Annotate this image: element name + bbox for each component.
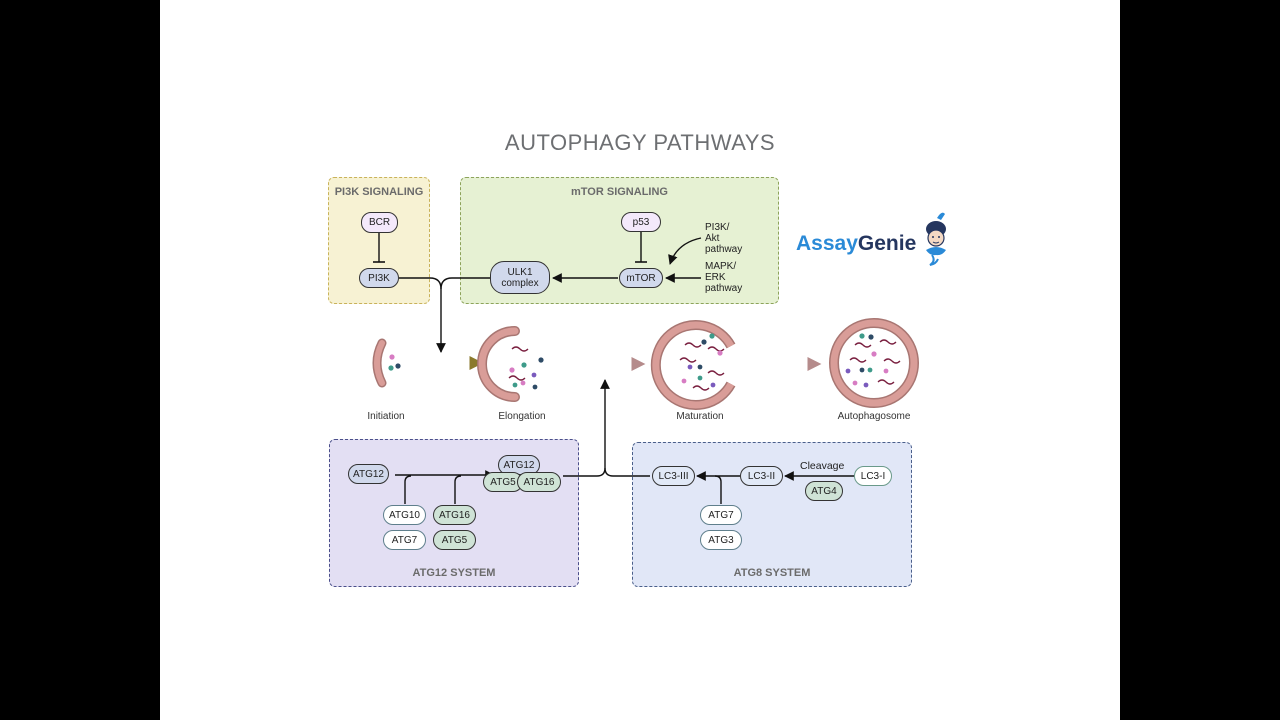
label-mapk-erk-pathway: MAPK/ ERK pathway — [705, 261, 743, 294]
atg12-complex-to-stage-connector — [563, 379, 610, 477]
node-atg5: ATG5 — [433, 530, 476, 550]
assaygenie-logo: AssayGenie — [796, 232, 917, 255]
node-atg16-complex: ATG16 — [517, 472, 561, 492]
node-bcr: BCR — [361, 212, 398, 233]
p53-inhibits-mtor — [635, 231, 647, 263]
node-atg3: ATG3 — [700, 530, 742, 550]
stage-label-initiation: Initiation — [367, 411, 405, 422]
node-lc3-iii: LC3-III — [652, 466, 695, 486]
pi3k-akt-to-mtor-arrow — [668, 237, 702, 265]
node-atg12: ATG12 — [348, 464, 389, 484]
atg7-join-line — [714, 475, 722, 504]
label-pi3k-akt-pathway: PI3K/ Akt pathway — [705, 222, 743, 255]
atg16-join-line — [454, 475, 462, 504]
atg10-join-line — [404, 475, 412, 504]
diagram-canvas: AUTOPHAGY PATHWAYS PI3K SIGNALING mTOR S… — [160, 0, 1120, 720]
node-atg7-atg12-system: ATG7 — [383, 530, 426, 550]
atg8-panel-title: ATG8 SYSTEM — [733, 567, 811, 579]
genie-mascot-icon — [926, 212, 946, 266]
atg12-panel-title: ATG12 SYSTEM — [412, 567, 496, 579]
node-pi3k: PI3K — [359, 268, 399, 288]
stage-label-maturation: Maturation — [676, 411, 724, 422]
node-atg4: ATG4 — [805, 481, 843, 501]
node-atg10: ATG10 — [383, 505, 426, 525]
bcr-inhibits-pi3k — [373, 233, 385, 263]
ulk1-to-initiation-connector — [440, 277, 490, 290]
autophagosome-vesicle — [829, 318, 919, 408]
node-lc3-i: LC3-I — [854, 466, 892, 486]
stage-label-autophagosome: Autophagosome — [837, 411, 911, 422]
node-mtor: mTOR — [619, 268, 663, 288]
pi3k-panel-title: PI3K SIGNALING — [334, 186, 424, 198]
stage-label-elongation: Elongation — [498, 411, 546, 422]
node-p53: p53 — [621, 212, 661, 232]
pathway-connectors — [372, 212, 946, 504]
node-atg7-atg8-system: ATG7 — [700, 505, 742, 525]
lc3-iii-to-stage-connector — [604, 467, 650, 477]
node-atg16: ATG16 — [433, 505, 476, 525]
pi3k-to-initiation-connector — [399, 277, 446, 353]
node-lc3-ii: LC3-II — [740, 466, 783, 486]
label-cleavage: Cleavage — [800, 460, 845, 472]
diagram-title: AUTOPHAGY PATHWAYS — [504, 130, 776, 155]
node-ulk1-complex: ULK1 complex — [490, 261, 550, 294]
mtor-panel-title: mTOR SIGNALING — [571, 186, 668, 198]
elongation-phagophore — [477, 326, 544, 402]
maturation-vesicle — [650, 320, 736, 410]
initiation-phagophore — [372, 338, 401, 388]
